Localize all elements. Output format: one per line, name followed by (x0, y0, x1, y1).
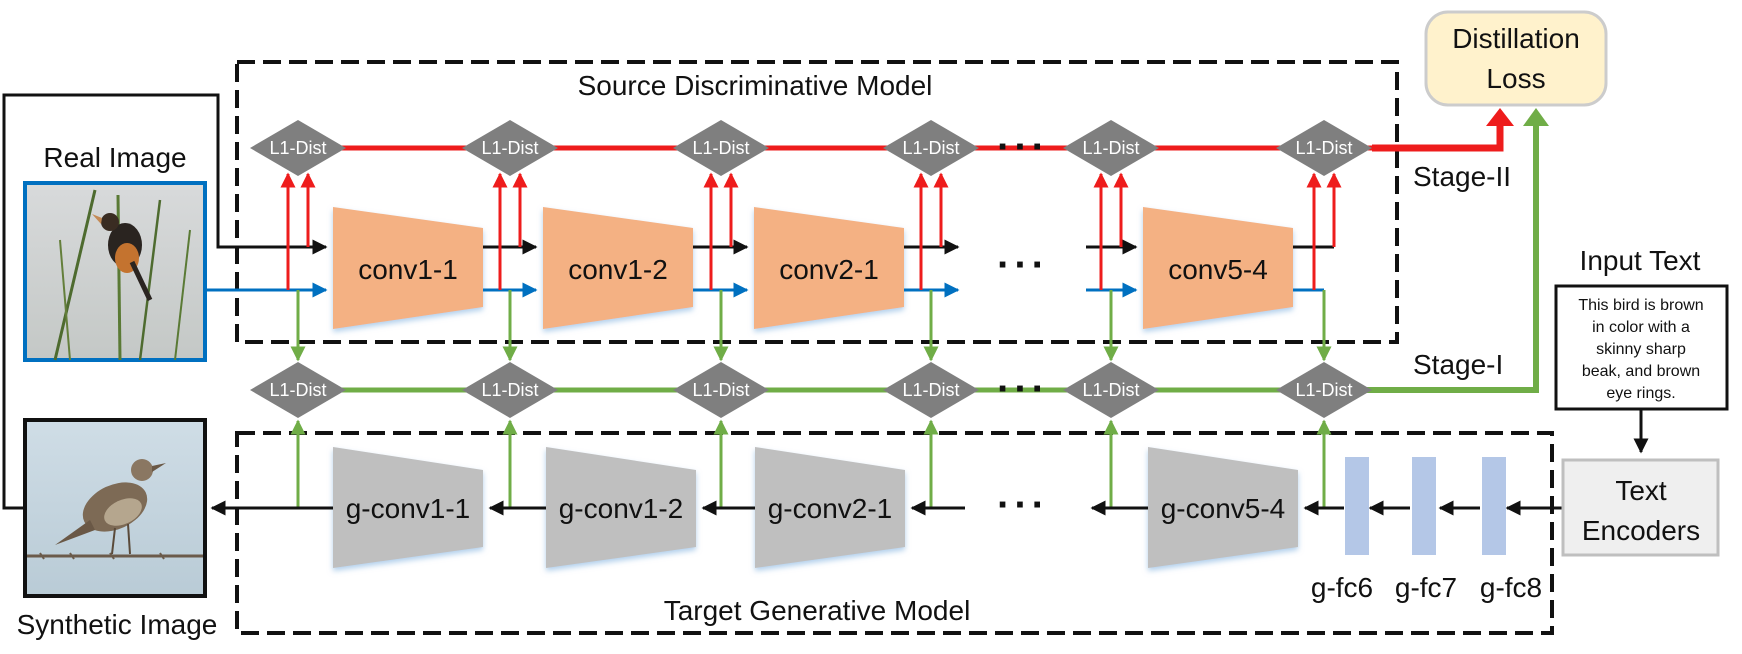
stage1-label: Stage-I (1413, 349, 1503, 380)
input-text-line-3: skinny sharp (1596, 341, 1686, 358)
l1-dist-bottom-5 (1063, 362, 1159, 418)
l1-dist-bottom-1-label: L1-Dist (269, 380, 326, 400)
real-image-label: Real Image (43, 142, 186, 173)
l1-dist-top-6 (1276, 120, 1372, 176)
l1-dist-top-4-label: L1-Dist (902, 138, 959, 158)
l1-dist-bottom-5-label: L1-Dist (1082, 380, 1139, 400)
disc-block-3: conv2-1 (754, 207, 904, 329)
input-text-line-2: in color with a (1592, 319, 1690, 336)
disc-block-1-label: conv1-1 (358, 254, 458, 285)
disc-block-1: conv1-1 (333, 207, 483, 329)
l1-dist-bottom-4 (883, 362, 979, 418)
gen-block-1: g-conv1-1 (333, 447, 483, 568)
l1-dist-top-2 (462, 120, 558, 176)
green-gen-taps (290, 419, 1332, 508)
gen-block-2-label: g-conv1-2 (559, 493, 684, 524)
input-text-box (1554, 284, 1729, 411)
fc-layers: g-fc6 g-fc7 g-fc8 (1311, 457, 1542, 603)
bottom-l1-dist-row: L1-Dist L1-Dist L1-Dist L1-Dist L1-Dist … (250, 362, 1372, 418)
real-image (23, 181, 207, 362)
fc-layer-g-fc7-label: g-fc7 (1395, 572, 1457, 603)
l1-dist-top-4 (883, 120, 979, 176)
l1-dist-bottom-2-label: L1-Dist (481, 380, 538, 400)
top-row-ellipsis: ··· (997, 125, 1049, 169)
text-encoders-line1: Text (1615, 475, 1667, 506)
synthetic-image-label: Synthetic Image (17, 609, 218, 640)
disc-block-3-label: conv2-1 (779, 254, 879, 285)
source-model-title: Source Discriminative Model (578, 70, 933, 101)
l1-dist-top-2-label: L1-Dist (481, 138, 538, 158)
fc-layer-g-fc8 (1482, 457, 1506, 555)
l1-dist-bottom-6 (1276, 362, 1372, 418)
disc-block-2: conv1-2 (543, 207, 693, 329)
disc-ellipsis: ··· (997, 243, 1049, 287)
fc-layer-g-fc6-label: g-fc6 (1311, 572, 1373, 603)
distillation-loss-line2: Loss (1486, 63, 1545, 94)
target-model-title: Target Generative Model (664, 595, 971, 626)
gen-block-2: g-conv1-2 (546, 447, 696, 568)
l1-dist-top-1-label: L1-Dist (269, 138, 326, 158)
stage2-red-to-loss-arrow (1372, 124, 1504, 152)
gen-block-4-label: g-conv5-4 (1161, 493, 1286, 524)
l1-dist-top-5-label: L1-Dist (1082, 138, 1139, 158)
disc-block-2-label: conv1-2 (568, 254, 668, 285)
text-encoders-line2: Encoders (1582, 515, 1700, 546)
gen-block-1-label: g-conv1-1 (346, 493, 471, 524)
disc-block-4-label: conv5-4 (1168, 254, 1268, 285)
gen-block-3: g-conv2-1 (755, 447, 905, 568)
gen-ellipsis: ··· (997, 483, 1049, 527)
gen-block-4: g-conv5-4 (1148, 447, 1298, 568)
input-text-title: Input Text (1580, 245, 1701, 276)
l1-dist-top-1 (250, 120, 346, 176)
l1-dist-bottom-3 (673, 362, 769, 418)
top-l1-dist-row: L1-Dist L1-Dist L1-Dist L1-Dist L1-Dist … (250, 120, 1372, 176)
synthetic-image (23, 418, 207, 598)
bottom-row-ellipsis: ··· (997, 367, 1049, 411)
l1-dist-top-3 (673, 120, 769, 176)
input-text-line-1: This bird is brown (1578, 297, 1703, 314)
gen-block-3-label: g-conv2-1 (768, 493, 893, 524)
stage2-label: Stage-II (1413, 161, 1511, 192)
red-feature-taps (280, 172, 1342, 290)
fc-layer-g-fc6 (1345, 457, 1369, 555)
l1-dist-top-6-label: L1-Dist (1295, 138, 1352, 158)
l1-dist-bottom-6-label: L1-Dist (1295, 380, 1352, 400)
l1-dist-top-5 (1063, 120, 1159, 176)
stage1-green-to-loss-arrow (1325, 124, 1539, 393)
distillation-loss-line1: Distillation (1452, 23, 1580, 54)
source-model-frame (235, 60, 1399, 344)
green-disc-taps (290, 290, 1332, 362)
fc-layer-g-fc7 (1412, 457, 1436, 555)
fc-layer-g-fc8-label: g-fc8 (1480, 572, 1542, 603)
l1-dist-bottom-2 (462, 362, 558, 418)
l1-dist-bottom-1 (250, 362, 346, 418)
text-encoders-box (1561, 458, 1720, 557)
input-text-line-4: beak, and brown (1582, 363, 1700, 380)
synthetic-to-disc-path (2, 93, 328, 510)
l1-dist-bottom-4-label: L1-Dist (902, 380, 959, 400)
l1-dist-bottom-3-label: L1-Dist (692, 380, 749, 400)
disc-block-4: conv5-4 (1143, 207, 1293, 329)
distillation-loss-box (1424, 10, 1608, 107)
target-model-frame (235, 431, 1554, 635)
l1-dist-top-3-label: L1-Dist (692, 138, 749, 158)
input-text-line-5: eye rings. (1606, 385, 1675, 402)
